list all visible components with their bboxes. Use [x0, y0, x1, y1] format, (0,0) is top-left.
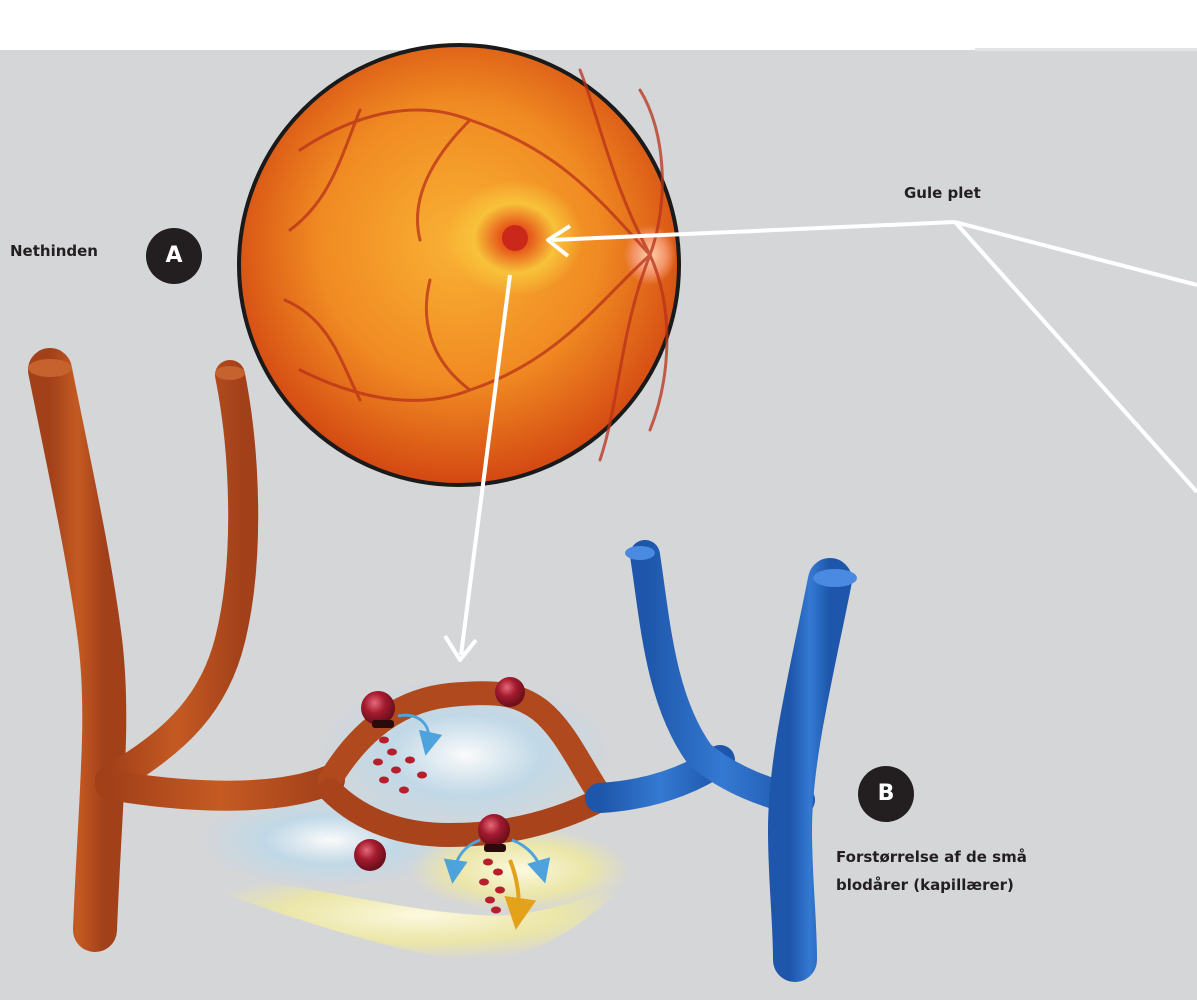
capillaries-label-line2: blodårer (kapillærer)	[836, 872, 1014, 899]
leak-opening	[484, 844, 506, 852]
microaneurysm	[478, 814, 510, 846]
microaneurysm	[495, 677, 525, 707]
blood-cell	[391, 767, 401, 774]
blood-cell	[379, 737, 389, 744]
artery-left-opening	[28, 359, 72, 377]
blood-cell	[405, 757, 415, 764]
blood-cell	[479, 879, 489, 886]
blood-cell	[485, 897, 495, 904]
blood-cell	[491, 907, 501, 914]
microaneurysm	[361, 691, 395, 725]
artery-left-trunk	[50, 370, 104, 930]
blood-cell	[387, 749, 397, 756]
macula-pointer-line-right-upper	[955, 222, 1197, 285]
capillaries-label-line1: Forstørrelse af de små	[836, 844, 1027, 871]
blood-cell	[399, 787, 409, 794]
blood-cell	[493, 869, 503, 876]
vein-right-opening	[813, 569, 857, 587]
blood-cell	[417, 772, 427, 779]
blood-cell	[495, 887, 505, 894]
macula-pointer-line-right-lower	[955, 222, 1197, 492]
blood-cell	[373, 759, 383, 766]
artery-connector	[110, 780, 330, 796]
retina-illustration	[239, 45, 679, 485]
leak-opening	[372, 720, 394, 728]
artery-left-branch	[110, 375, 243, 780]
fovea	[502, 225, 528, 251]
vein-right-trunk	[790, 580, 830, 960]
blood-cell	[483, 859, 493, 866]
macula-label: Gule plet	[904, 180, 981, 207]
microaneurysm	[354, 839, 386, 871]
retina-label: Nethinden	[10, 238, 98, 265]
blood-cell	[379, 777, 389, 784]
badge-a: A	[146, 228, 202, 284]
artery-branch-opening	[215, 366, 245, 380]
badge-b: B	[858, 766, 914, 822]
vein-branch-opening	[625, 546, 655, 560]
vein-vessel	[600, 546, 857, 960]
